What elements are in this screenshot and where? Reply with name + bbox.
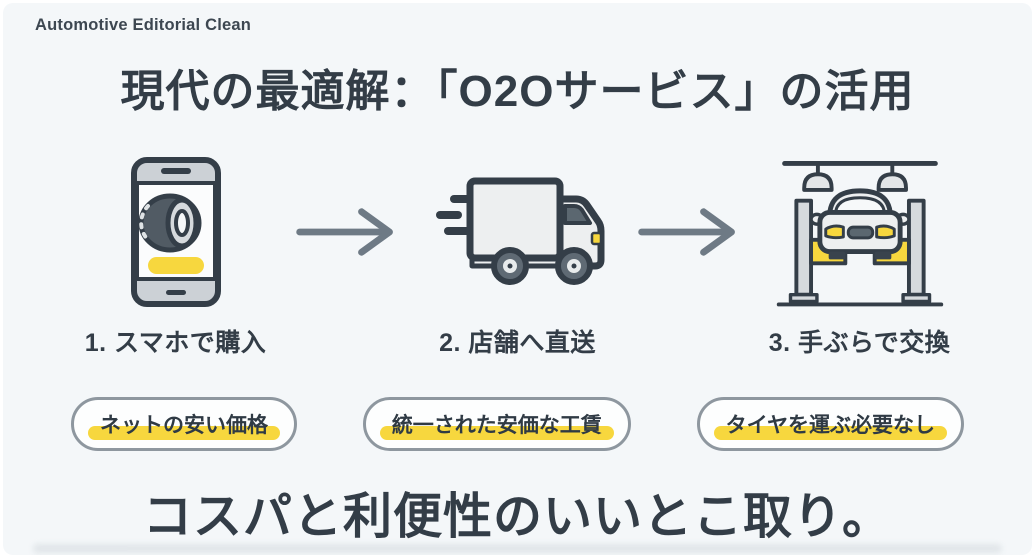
step-label: 2. 店舗へ直送 (439, 329, 596, 357)
process-flow: 1. スマホで購入 (3, 151, 1032, 359)
benefits-row: ネットの安い価格 統一された安価な工賃 タイヤを運ぶ必要なし (3, 397, 1032, 451)
phone-home-bar (165, 290, 186, 295)
buy-button (147, 257, 204, 274)
benefit-pill: ネットの安い価格 (71, 397, 297, 451)
benefit-label: ネットの安い価格 (88, 409, 280, 440)
delivery-truck-icon (418, 151, 618, 313)
flow-step-2: 2. 店舗へ直送 (403, 151, 633, 359)
flow-step-3: 3. 手ぶらで交換 (745, 151, 975, 359)
step-label: 1. スマホで購入 (84, 329, 267, 357)
conclusion-text: コスパと利便性のいいとこ取り。 (142, 490, 893, 544)
benefit-label: 統一された安価な工賃 (379, 409, 614, 440)
headlight (590, 231, 602, 246)
cab-window (562, 204, 592, 225)
rear-wheel (490, 247, 529, 285)
left-headlight (823, 224, 845, 240)
right-arrow-icon (291, 151, 403, 313)
benefit-label: タイヤを運ぶ必要なし (713, 409, 948, 440)
right-arrow-icon (633, 151, 745, 313)
flow-step-1: 1. スマホで購入 (61, 151, 291, 359)
benefit-pill: タイヤを運ぶ必要なし (696, 397, 964, 451)
step-label: 3. 手ぶらで交換 (768, 329, 951, 357)
smartphone-tire-purchase-icon (106, 151, 246, 313)
shop-lamps (801, 161, 908, 192)
front-wheel (554, 247, 593, 285)
benefit-pill: 統一された安価な工賃 (362, 397, 631, 451)
infographic-card: Automotive Editorial Clean 現代の最適解：「O2Oサー… (3, 3, 1032, 555)
right-headlight (874, 224, 896, 240)
bottom-shadow-artifact (33, 544, 1002, 553)
car-on-lift-icon (767, 151, 953, 313)
page-title: 現代の最適解：「O2Oサービス」の活用 (120, 67, 915, 116)
tire-image (138, 193, 201, 253)
cargo-box (466, 177, 563, 262)
grille (846, 225, 874, 240)
car-front (808, 188, 911, 260)
corner-tag: Automotive Editorial Clean (35, 16, 252, 34)
phone-speaker (160, 168, 191, 174)
